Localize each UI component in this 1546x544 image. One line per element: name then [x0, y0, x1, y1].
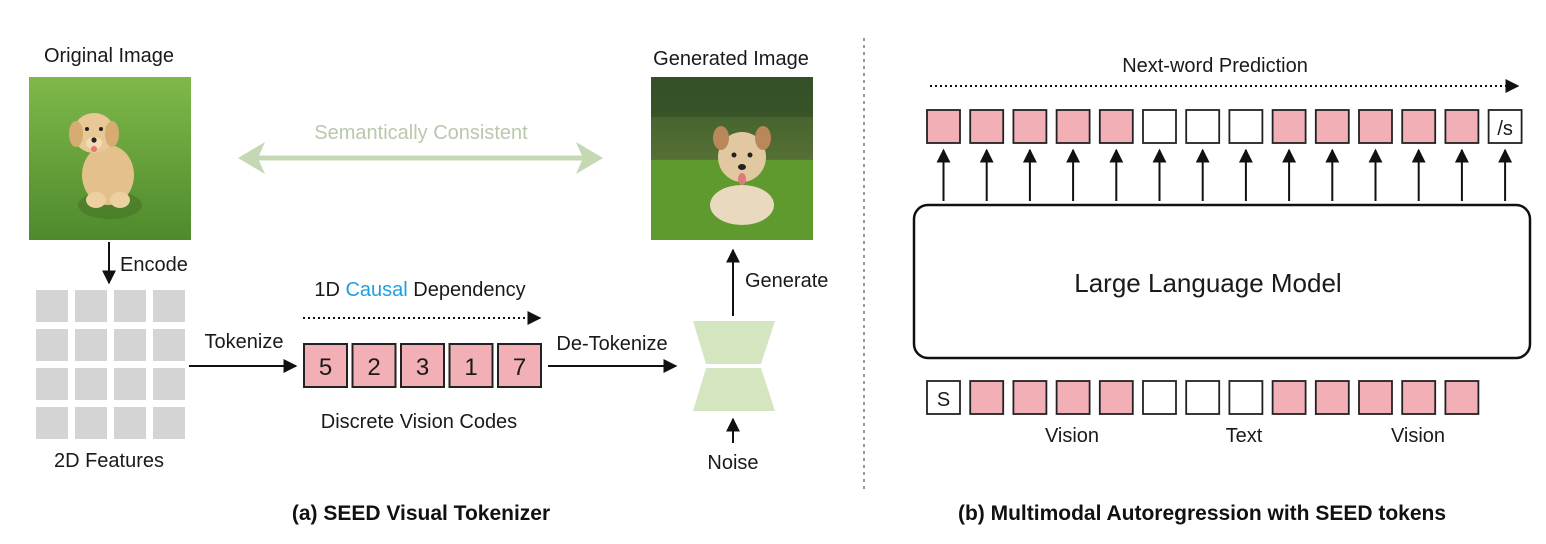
feature-cell: [114, 407, 146, 439]
llm-label: Large Language Model: [1074, 268, 1341, 298]
input-token: [1185, 380, 1221, 415]
feature-cell: [114, 329, 146, 361]
feature-cell: [75, 407, 107, 439]
output-token: [1401, 109, 1437, 144]
decoder-block: [693, 321, 775, 411]
left-caption: (a) SEED Visual Tokenizer: [292, 502, 550, 525]
output-token: [1185, 109, 1221, 144]
original-image-label: Original Image: [44, 45, 174, 67]
tokenize-label: Tokenize: [205, 331, 284, 353]
generate-label: Generate: [745, 270, 828, 292]
input-token: [1142, 380, 1177, 415]
output-token: [926, 109, 961, 144]
feature-cell: [75, 290, 107, 322]
output-token: [1487, 109, 1523, 144]
feature-grid: [36, 290, 185, 439]
features-label: 2D Features: [54, 450, 164, 472]
generated-image: [651, 77, 813, 240]
noise-label: Noise: [707, 452, 758, 474]
code-cell: [303, 343, 348, 388]
feature-cell: [114, 368, 146, 400]
group-label-text: Text: [1226, 425, 1263, 447]
semantic-label: Semantically Consistent: [314, 122, 528, 144]
input-token: [1012, 380, 1048, 415]
input-token-row: S: [926, 380, 1480, 415]
input-token: [1444, 380, 1480, 415]
input-token: [1358, 380, 1393, 415]
input-token: [969, 380, 1005, 415]
input-token: [926, 380, 961, 415]
output-token: [1228, 109, 1264, 144]
generated-image-label: Generated Image: [653, 48, 809, 70]
output-token: [1314, 109, 1350, 144]
start-token-label: S: [937, 389, 950, 411]
detokenize-label: De-Tokenize: [556, 333, 667, 355]
code-cell: [448, 343, 494, 388]
output-token: [1444, 109, 1480, 144]
feature-cell: [114, 290, 146, 322]
output-token-row: /s: [926, 109, 1523, 144]
code-value: 2: [367, 354, 380, 381]
llm-block: [912, 203, 1532, 360]
output-token: [1055, 109, 1091, 144]
feature-cell: [36, 368, 68, 400]
llm-output-arrows: [936, 148, 1513, 201]
code-value: 1: [464, 354, 477, 381]
code-cell: [497, 343, 542, 388]
output-token: [969, 109, 1005, 144]
feature-cell: [36, 290, 68, 322]
output-token: [1098, 109, 1134, 144]
input-token: [1271, 380, 1307, 415]
group-label-vision-1: Vision: [1045, 425, 1099, 447]
feature-cell: [75, 329, 107, 361]
code-cell: [351, 343, 397, 388]
input-token: [1228, 380, 1264, 415]
discrete-codes: 5 2 3 1 7: [303, 343, 542, 388]
input-token: [1401, 380, 1437, 415]
causal-dependency-label: 1D Causal Dependency: [314, 279, 525, 301]
output-token: [1358, 109, 1393, 144]
feature-cell: [153, 290, 185, 322]
group-label-vision-2: Vision: [1391, 425, 1445, 447]
output-token: [1271, 109, 1307, 144]
feature-cell: [153, 368, 185, 400]
encode-label: Encode: [120, 254, 188, 276]
code-cell: [400, 343, 445, 388]
end-token-label: /s: [1497, 118, 1513, 140]
input-token: [1098, 380, 1134, 415]
output-token: [1142, 109, 1177, 144]
semantic-consistency-arrow: [238, 142, 603, 174]
feature-cell: [36, 329, 68, 361]
codes-label: Discrete Vision Codes: [321, 411, 517, 433]
feature-cell: [36, 407, 68, 439]
prediction-label: Next-word Prediction: [1122, 55, 1308, 77]
causal-word: Causal: [345, 279, 407, 301]
code-value: 7: [513, 354, 526, 381]
input-token: [1055, 380, 1091, 415]
code-value: 3: [416, 354, 429, 381]
code-value: 5: [319, 354, 332, 381]
feature-cell: [153, 329, 185, 361]
input-token: [1314, 380, 1350, 415]
original-image: [29, 77, 191, 240]
feature-cell: [153, 407, 185, 439]
right-caption: (b) Multimodal Autoregression with SEED …: [958, 502, 1446, 525]
feature-cell: [75, 368, 107, 400]
output-token: [1012, 109, 1048, 144]
